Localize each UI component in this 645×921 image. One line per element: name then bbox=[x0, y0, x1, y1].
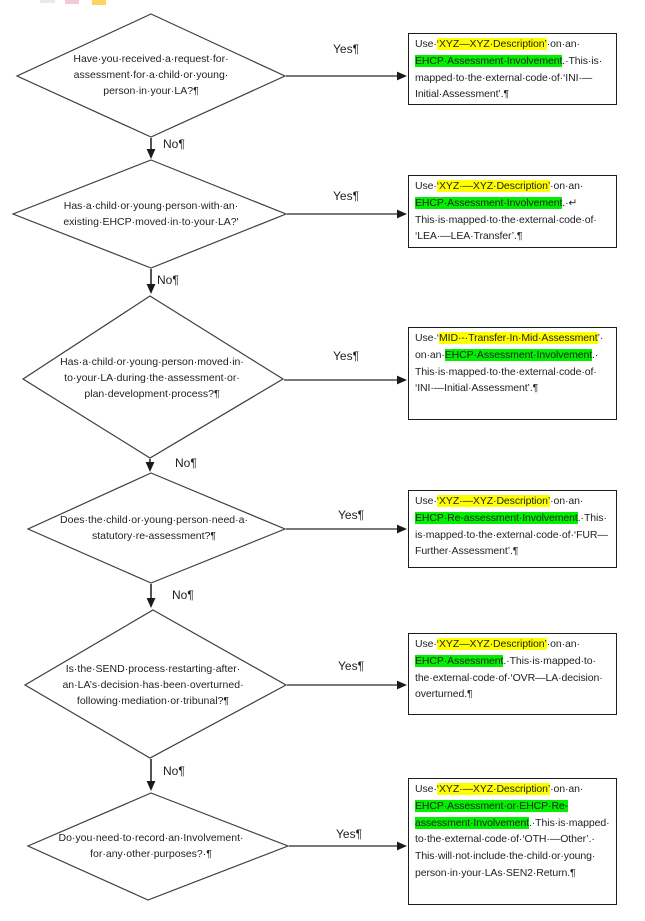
highlighted-term: ‘XYZ·​—XYZ·​Description’ bbox=[436, 783, 551, 795]
result-box-1[interactable]: Use·​‘XYZ—XYZ·​Description’·​on·​an·​ EHC… bbox=[408, 33, 617, 105]
decision-question-text: Do·​you·​need·​to·​record·​an·​Involveme… bbox=[58, 832, 244, 860]
result-text: Use·​‘XYZ—XYZ·​Description’·​on·​an·​ EHC… bbox=[409, 34, 616, 105]
result-text-segment: Use·​ bbox=[415, 783, 437, 795]
arrowhead-down-icon bbox=[146, 781, 156, 791]
yes-label: Yes¶ bbox=[333, 349, 360, 363]
result-text: Use·​‘MID·​-·​Transfer·​In·​Mid·​Assessm… bbox=[409, 328, 616, 399]
result-text: Use·​‘XYZ·​—XYZ·​Description’·​on·​an·​E… bbox=[409, 779, 616, 884]
result-text-segment: Use·​ bbox=[415, 495, 437, 507]
decision-question-text: Have·​you·​received·​a·​request·​for·​as… bbox=[73, 53, 229, 97]
result-text: Use·​‘XYZ—XYZ·​Description’·​on·​an·​ EHC… bbox=[409, 634, 616, 705]
result-text-segment: ·​on·​an·​ bbox=[546, 38, 580, 50]
cropped-highlight-fragment bbox=[65, 0, 79, 4]
no-label: No¶ bbox=[172, 588, 194, 602]
result-text-segment: .·​This·​is·​mapped·​to·​the·​external·​… bbox=[415, 654, 603, 701]
decision-diamond[interactable] bbox=[26, 472, 287, 584]
result-text-segment: .·​This·​is·​mapped·​to·​the·​external·​… bbox=[415, 511, 608, 558]
no-label: No¶ bbox=[163, 137, 185, 151]
decision-question-3[interactable]: Has·​a·​child·​or·​young·​person·​moved·… bbox=[60, 332, 244, 424]
no-label: No¶ bbox=[175, 456, 197, 470]
arrowhead-down-icon bbox=[145, 462, 155, 472]
yes-label: Yes¶ bbox=[338, 508, 365, 522]
result-text-segment: ·​on·​an·​ bbox=[550, 783, 584, 795]
highlighted-term: EHCP·​Assessment bbox=[415, 654, 504, 667]
arrowhead-right-icon bbox=[397, 71, 407, 81]
result-text-segment: ’·​on·​an·​ bbox=[415, 332, 604, 361]
yes-label: Yes¶ bbox=[338, 659, 365, 673]
yes-label: Yes¶ bbox=[333, 42, 360, 56]
result-box-3[interactable]: Use·​‘MID·​-·​Transfer·​In·​Mid·​Assessm… bbox=[408, 327, 617, 420]
result-box-2[interactable]: Use·​‘XYZ·​—XYZ·​Description’·​on·​an·​ E… bbox=[408, 175, 617, 248]
no-label: No¶ bbox=[163, 764, 185, 778]
cropped-highlight-fragment bbox=[40, 0, 55, 3]
decision-diamond[interactable] bbox=[11, 159, 288, 269]
arrowhead-right-icon bbox=[397, 524, 407, 534]
decision-diamond[interactable] bbox=[15, 13, 287, 138]
decision-question-6[interactable]: Do·​you·​need·​to·​record·​an·​Involveme… bbox=[56, 816, 246, 876]
result-text-segment: Use·​‘ bbox=[415, 332, 440, 344]
decision-diamond[interactable] bbox=[23, 609, 288, 759]
decision-question-text: Has·​a·​child·​or·​young·​person·​moved·… bbox=[60, 356, 244, 400]
result-text-segment: ·​on·​an·​ bbox=[550, 180, 584, 192]
result-text-segment: .·​This·​is·​mapped·​to·​the·​external·​… bbox=[415, 54, 603, 101]
result-text-segment: ·​on·​an·​ bbox=[550, 495, 584, 507]
highlighted-term: EHCP·​Assessment·​Involvement bbox=[444, 348, 593, 361]
no-label: No¶ bbox=[157, 273, 179, 287]
arrowhead-right-icon bbox=[397, 680, 407, 690]
highlighted-term: EHCP·​Assessment·​Involvement bbox=[415, 196, 563, 209]
decision-question-2[interactable]: Has·​a·​child·​or·​young·​person·​with·​… bbox=[54, 181, 248, 247]
decision-question-text: Has·​a·​child·​or·​young·​person·​with·​… bbox=[63, 200, 239, 228]
result-text-segment: .·​This·​is·​mapped·​to·​the·​external·​… bbox=[415, 816, 610, 879]
result-text-segment: ·​on·​an·​ bbox=[546, 638, 580, 650]
decision-question-1[interactable]: Have·​you·​received·​a·​request·​for·​as… bbox=[59, 38, 243, 112]
arrowhead-down-icon bbox=[146, 149, 156, 159]
yes-label: Yes¶ bbox=[333, 189, 360, 203]
decision-question-text: Does·​the·​child·​or·​young·​person·​nee… bbox=[60, 514, 248, 542]
arrowhead-down-icon bbox=[146, 598, 156, 608]
result-text: Use·​‘XYZ·​—XYZ·​Description’·​on·​an·​ E… bbox=[409, 176, 616, 247]
decision-question-5[interactable]: Is·​the·​SEND·​process·​restarting·​afte… bbox=[62, 641, 244, 729]
decision-question-4[interactable]: Does·​the·​child·​or·​young·​person·​nee… bbox=[60, 499, 248, 557]
result-text-segment: Use·​ bbox=[415, 180, 437, 192]
arrowhead-right-icon bbox=[397, 375, 407, 385]
result-text: Use·​‘XYZ·​—XYZ·​Description’·​on·​an·​ E… bbox=[409, 491, 616, 562]
result-box-4[interactable]: Use·​‘XYZ·​—XYZ·​Description’·​on·​an·​ E… bbox=[408, 490, 617, 568]
result-text-segment: .·​This·​is·​mapped·​to·​the·​external·​… bbox=[415, 348, 599, 395]
decision-diamond[interactable] bbox=[26, 792, 290, 901]
arrowhead-right-icon bbox=[397, 841, 407, 851]
highlighted-term: EHCP·​Assessment·​Involvement bbox=[415, 54, 563, 67]
cropped-highlight-fragment bbox=[92, 0, 106, 5]
decision-question-text: Is·​the·​SEND·​process·​restarting·​afte… bbox=[62, 663, 244, 707]
result-box-5[interactable]: Use·​‘XYZ—XYZ·​Description’·​on·​an·​ EHC… bbox=[408, 633, 617, 715]
highlighted-term: MID·​-·​Transfer·​In·​Mid·​Assessment bbox=[439, 332, 598, 344]
arrowhead-down-icon bbox=[146, 284, 156, 294]
yes-label: Yes¶ bbox=[336, 827, 363, 841]
arrowhead-right-icon bbox=[397, 209, 407, 219]
highlighted-term: ‘XYZ·​—XYZ·​Description’ bbox=[436, 180, 551, 192]
decision-diamond[interactable] bbox=[21, 295, 285, 459]
highlighted-term: ‘XYZ·​—XYZ·​Description’ bbox=[436, 495, 551, 507]
result-text-segment: .·​↵ This·​is·​mapped·​to·​the·​external… bbox=[415, 196, 597, 243]
result-text-segment: Use·​ bbox=[415, 638, 437, 650]
result-box-6[interactable]: Use·​‘XYZ·​—XYZ·​Description’·​on·​an·​E… bbox=[408, 778, 617, 905]
highlighted-term: ‘XYZ—XYZ·​Description’ bbox=[436, 38, 547, 50]
result-text-segment: Use·​ bbox=[415, 38, 437, 50]
highlighted-term: ‘XYZ—XYZ·​Description’ bbox=[436, 638, 547, 650]
highlighted-term: EHCP·​Re-assessment·​Involvement bbox=[415, 511, 578, 524]
